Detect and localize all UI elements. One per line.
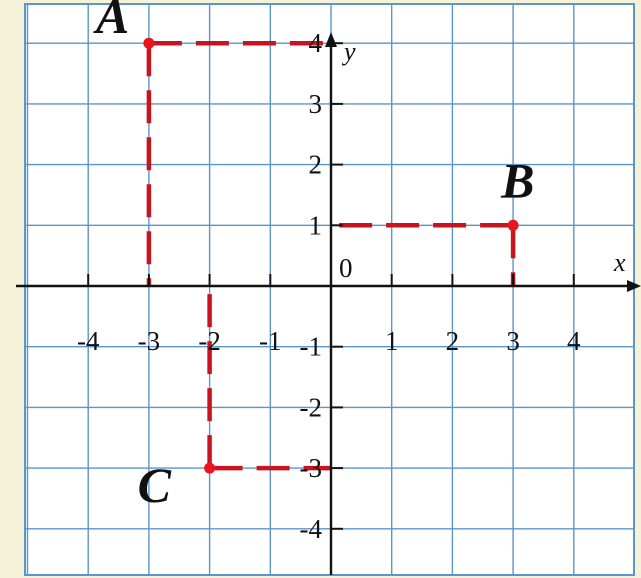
y-tick-label: -3: [300, 453, 323, 483]
x-axis-label: x: [613, 248, 626, 277]
grid-background: [24, 3, 635, 576]
point-label: B: [500, 152, 534, 208]
point-marker: [204, 462, 216, 474]
x-tick-label: -4: [77, 326, 100, 356]
y-tick-label: 4: [309, 28, 323, 58]
point-marker: [143, 37, 155, 49]
plotted-points: A B C: [93, 0, 535, 513]
x-tick-label: 1: [385, 326, 399, 356]
x-tick-label: -3: [138, 326, 161, 356]
point-label: A: [93, 0, 129, 44]
y-tick-label: -4: [300, 514, 323, 544]
y-tick-label: -1: [300, 332, 323, 362]
x-tick-label: 3: [506, 326, 520, 356]
y-tick-label: 1: [309, 210, 323, 240]
axis-ticks: [87, 42, 575, 530]
tick-labels: -4 -3 -2 -1 1 2 3 4 4 3 2 1 -1 -2 -3 -4: [77, 28, 581, 544]
x-tick-label: 2: [446, 326, 460, 356]
point-label: C: [138, 457, 172, 513]
point-marker: [507, 219, 519, 231]
origin-label: 0: [339, 253, 353, 283]
x-tick-label: -2: [198, 326, 221, 356]
y-axis-label: y: [341, 37, 356, 66]
x-tick-label: 4: [567, 326, 581, 356]
x-axis-arrow-icon: [627, 280, 641, 292]
x-tick-label: -1: [259, 326, 282, 356]
y-tick-label: 2: [309, 150, 323, 180]
y-tick-label: -2: [300, 392, 323, 422]
y-tick-label: 3: [309, 89, 323, 119]
